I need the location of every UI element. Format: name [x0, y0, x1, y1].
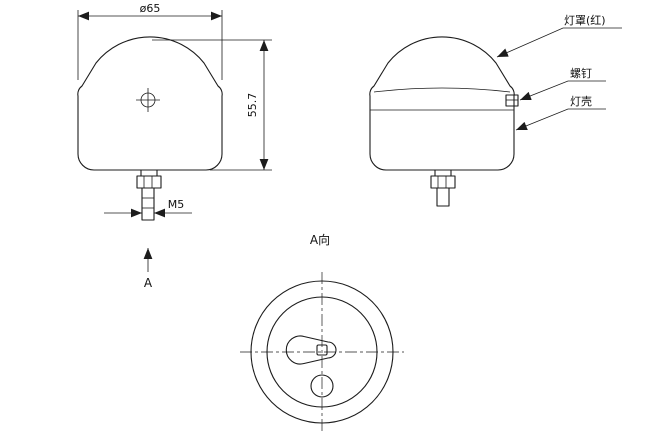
front-neck	[140, 169, 158, 177]
part-labels: 灯罩(红) 螺钉 灯壳	[496, 14, 622, 131]
bottom-view-title: A向	[310, 232, 330, 247]
part-label-housing: 灯壳	[570, 94, 592, 108]
bottom-inner-circle	[266, 296, 378, 408]
part-label-screw: 螺钉	[570, 67, 592, 80]
bottom-outer-circle	[250, 280, 394, 424]
part-label-cover: 灯罩(红)	[564, 14, 606, 27]
side-neck	[434, 169, 452, 177]
side-nut	[430, 175, 456, 189]
bottom-view: A向	[240, 232, 404, 432]
view-direction-arrow: A	[143, 248, 153, 290]
dim-thread: M5	[104, 198, 192, 218]
front-nut	[136, 175, 162, 189]
side-clamp-screw	[505, 94, 519, 107]
leader-cover	[496, 27, 622, 58]
leader-housing	[515, 108, 606, 131]
bottom-small-hole	[310, 374, 334, 398]
front-lamp-outline	[77, 36, 223, 171]
dim-diameter-label: ø65	[140, 2, 161, 15]
dim-thread-label: M5	[168, 198, 185, 211]
dim-height-label: 55.7	[246, 93, 259, 118]
dim-height: 55.7	[152, 39, 272, 171]
view-direction-label: A	[144, 276, 153, 290]
side-view: 灯罩(红) 螺钉 灯壳	[369, 14, 622, 207]
leader-screw	[519, 80, 606, 101]
side-rim-line	[373, 87, 511, 93]
side-lamp-outline	[369, 36, 515, 171]
keyhole-square-hole	[316, 344, 328, 356]
dim-diameter: ø65	[77, 2, 223, 80]
side-threaded-stud	[436, 187, 450, 207]
front-view: ø65 55.7 M5 A	[77, 2, 272, 290]
keyhole-slot	[285, 335, 337, 365]
front-threaded-stud	[141, 187, 155, 221]
